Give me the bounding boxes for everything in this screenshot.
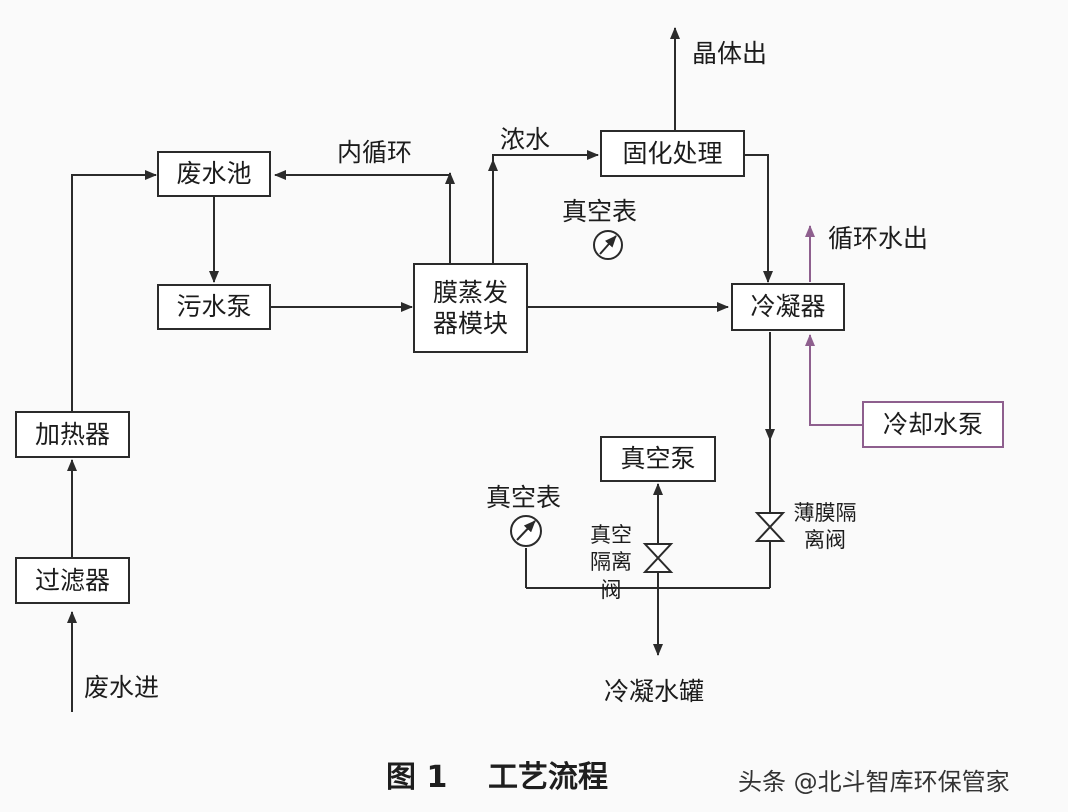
concentrate-label: 浓水 — [500, 125, 551, 154]
solidification-box: 固化处理 — [600, 130, 745, 177]
gate-valve-icon — [754, 512, 786, 542]
heater-box: 加热器 — [15, 411, 130, 458]
vacuum-gauge-bottom-label: 真空表 — [486, 483, 562, 512]
sewage-pump-box: 污水泵 — [157, 284, 271, 330]
condensate-tank-label: 冷凝水罐 — [604, 677, 705, 706]
watermark-text: 头条 @北斗智库环保管家 — [738, 768, 1010, 796]
vacuum-gauge-icon — [510, 515, 542, 547]
flow-heater-to-pool — [71, 170, 157, 412]
flow-cooling-pump-to-condenser — [805, 334, 862, 426]
crystal-out-label: 晶体出 — [692, 39, 768, 68]
wastewater-pool-box: 废水池 — [157, 151, 271, 197]
figure-number: 图 1 — [386, 760, 448, 795]
gate-valve-icon — [642, 543, 674, 573]
filter-box: 过滤器 — [15, 557, 130, 604]
flow-inner-circulation — [274, 170, 451, 263]
wastewater-in-label: 废水进 — [84, 673, 160, 702]
vacuum-gauge-top-label: 真空表 — [562, 197, 638, 226]
circulating-water-out-label: 循环水出 — [828, 224, 929, 253]
condenser-box: 冷凝器 — [731, 283, 845, 331]
cooling-water-pump-box: 冷却水泵 — [862, 401, 1004, 448]
membrane-evaporator-module-box: 膜蒸发器模块 — [413, 263, 528, 353]
vacuum-gauge-icon — [593, 230, 623, 260]
vacuum-isolation-valve-label: 真空隔离阀 — [590, 523, 632, 602]
figure-title: 工艺流程 — [488, 760, 608, 795]
membrane-isolation-valve-label: 薄膜隔离阀 — [793, 501, 857, 553]
inner-circulation-label: 内循环 — [337, 138, 413, 167]
flow-solid-to-condenser — [744, 154, 773, 283]
vacuum-pump-box: 真空泵 — [600, 436, 716, 482]
